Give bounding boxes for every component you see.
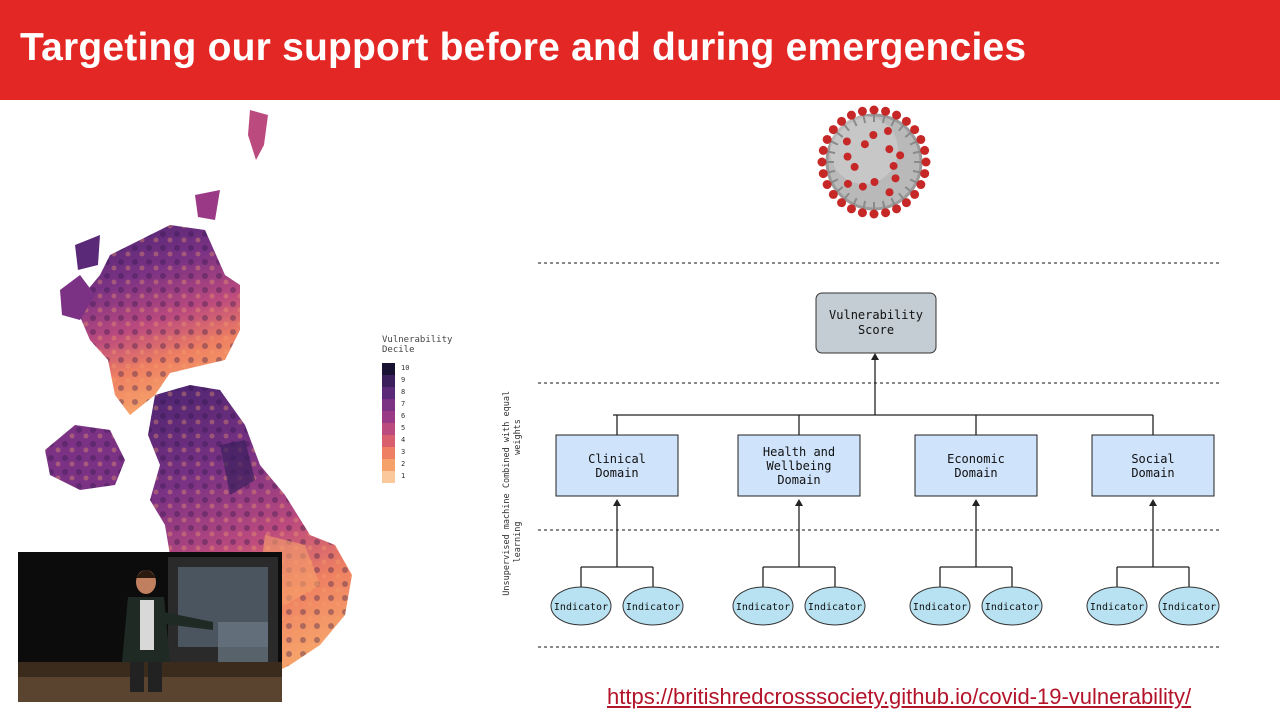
legend-label: 2 xyxy=(401,460,406,468)
indicator-label: Indicator xyxy=(626,602,680,613)
score-label-line2: Score xyxy=(858,323,894,337)
indicator-node xyxy=(1158,586,1220,626)
domain-label: Social xyxy=(1131,452,1174,466)
side-label-top-line2: weights xyxy=(513,419,523,455)
domain-label: Wellbeing xyxy=(766,459,831,473)
score-label-line1: Vulnerability xyxy=(829,308,923,322)
coronavirus-icon xyxy=(817,105,931,219)
domain-label: Economic xyxy=(947,452,1005,466)
indicator-node xyxy=(732,586,794,626)
legend-swatch xyxy=(382,471,395,483)
legend-label: 8 xyxy=(401,388,406,396)
vulnerability-score-box: Vulnerability Score xyxy=(815,292,937,354)
domain-label: Domain xyxy=(777,473,820,487)
speaker-video-inset xyxy=(18,552,282,702)
vulnerability-legend: Vulnerability Decile 10 9 8 7 6 5 4 3 2 1 xyxy=(382,335,472,483)
legend-swatch xyxy=(382,423,395,435)
legend-swatch xyxy=(382,411,395,423)
legend-label: 5 xyxy=(401,424,406,432)
legend-swatch xyxy=(382,387,395,399)
indicator-node xyxy=(622,586,684,626)
speaker-figure xyxy=(122,570,213,692)
legend-label: 3 xyxy=(401,448,406,456)
vulnerability-diagram: Combined with equal weights Unsupervised… xyxy=(502,105,1220,648)
indicator-label: Indicator xyxy=(736,602,790,613)
indicator-label: Indicator xyxy=(985,602,1039,613)
legend-swatch xyxy=(382,459,395,471)
side-label-top-line1: Combined with equal xyxy=(502,391,512,488)
legend-title-line2: Decile xyxy=(382,345,415,355)
legend-label: 10 xyxy=(401,364,410,372)
northern-ireland-region xyxy=(45,425,125,490)
side-label-bottom-line1: Unsupervised machine xyxy=(502,493,512,595)
source-url-link[interactable]: https://britishredcrosssociety.github.io… xyxy=(607,684,1192,709)
legend-label: 4 xyxy=(401,436,406,444)
legend-swatch xyxy=(382,363,395,375)
domain-label: Health and xyxy=(763,445,835,459)
indicator-group: Indicator Indicator xyxy=(732,499,866,626)
side-label-bottom-line2: learning xyxy=(513,522,523,563)
domain-label: Domain xyxy=(1131,466,1174,480)
legend-title-line1: Vulnerability xyxy=(382,335,453,345)
indicator-group: Indicator Indicator xyxy=(909,499,1043,626)
legend-swatch xyxy=(382,375,395,387)
domain-label: Domain xyxy=(595,466,638,480)
legend-label: 1 xyxy=(401,472,406,480)
score-arrowhead xyxy=(871,353,879,360)
indicator-node xyxy=(804,586,866,626)
indicator-label: Indicator xyxy=(1090,602,1144,613)
domain-to-score-connectors xyxy=(613,358,1153,416)
legend-label: 6 xyxy=(401,412,406,420)
indicator-group: Indicator Indicator xyxy=(1086,499,1220,626)
legend-label: 9 xyxy=(401,376,406,384)
indicator-group: Indicator Indicator xyxy=(550,499,684,626)
indicator-node xyxy=(909,586,971,626)
indicator-label: Indicator xyxy=(1162,602,1216,613)
domain-label: Clinical xyxy=(588,452,646,466)
svg-text:Combined with equal weight: Combined with equal weights xyxy=(502,386,523,488)
scotland-region xyxy=(60,110,268,415)
legend-swatch xyxy=(382,399,395,411)
svg-text:Unsupervised machine learn: Unsupervised machine learning xyxy=(502,488,523,595)
indicator-node xyxy=(981,586,1043,626)
legend-swatch xyxy=(382,447,395,459)
speaker-video-frame xyxy=(18,552,282,702)
domain-label: Domain xyxy=(954,466,997,480)
legend-swatch xyxy=(382,435,395,447)
indicator-label: Indicator xyxy=(554,602,608,613)
indicator-node xyxy=(1086,586,1148,626)
legend-label: 7 xyxy=(401,400,406,408)
indicator-label: Indicator xyxy=(913,602,967,613)
indicator-node xyxy=(550,586,612,626)
indicator-label: Indicator xyxy=(808,602,862,613)
slide-header: Targeting our support before and during … xyxy=(0,0,1280,100)
slide-title: Targeting our support before and during … xyxy=(20,26,1027,69)
legend-color-bar: 10 9 8 7 6 5 4 3 2 1 xyxy=(382,363,409,483)
